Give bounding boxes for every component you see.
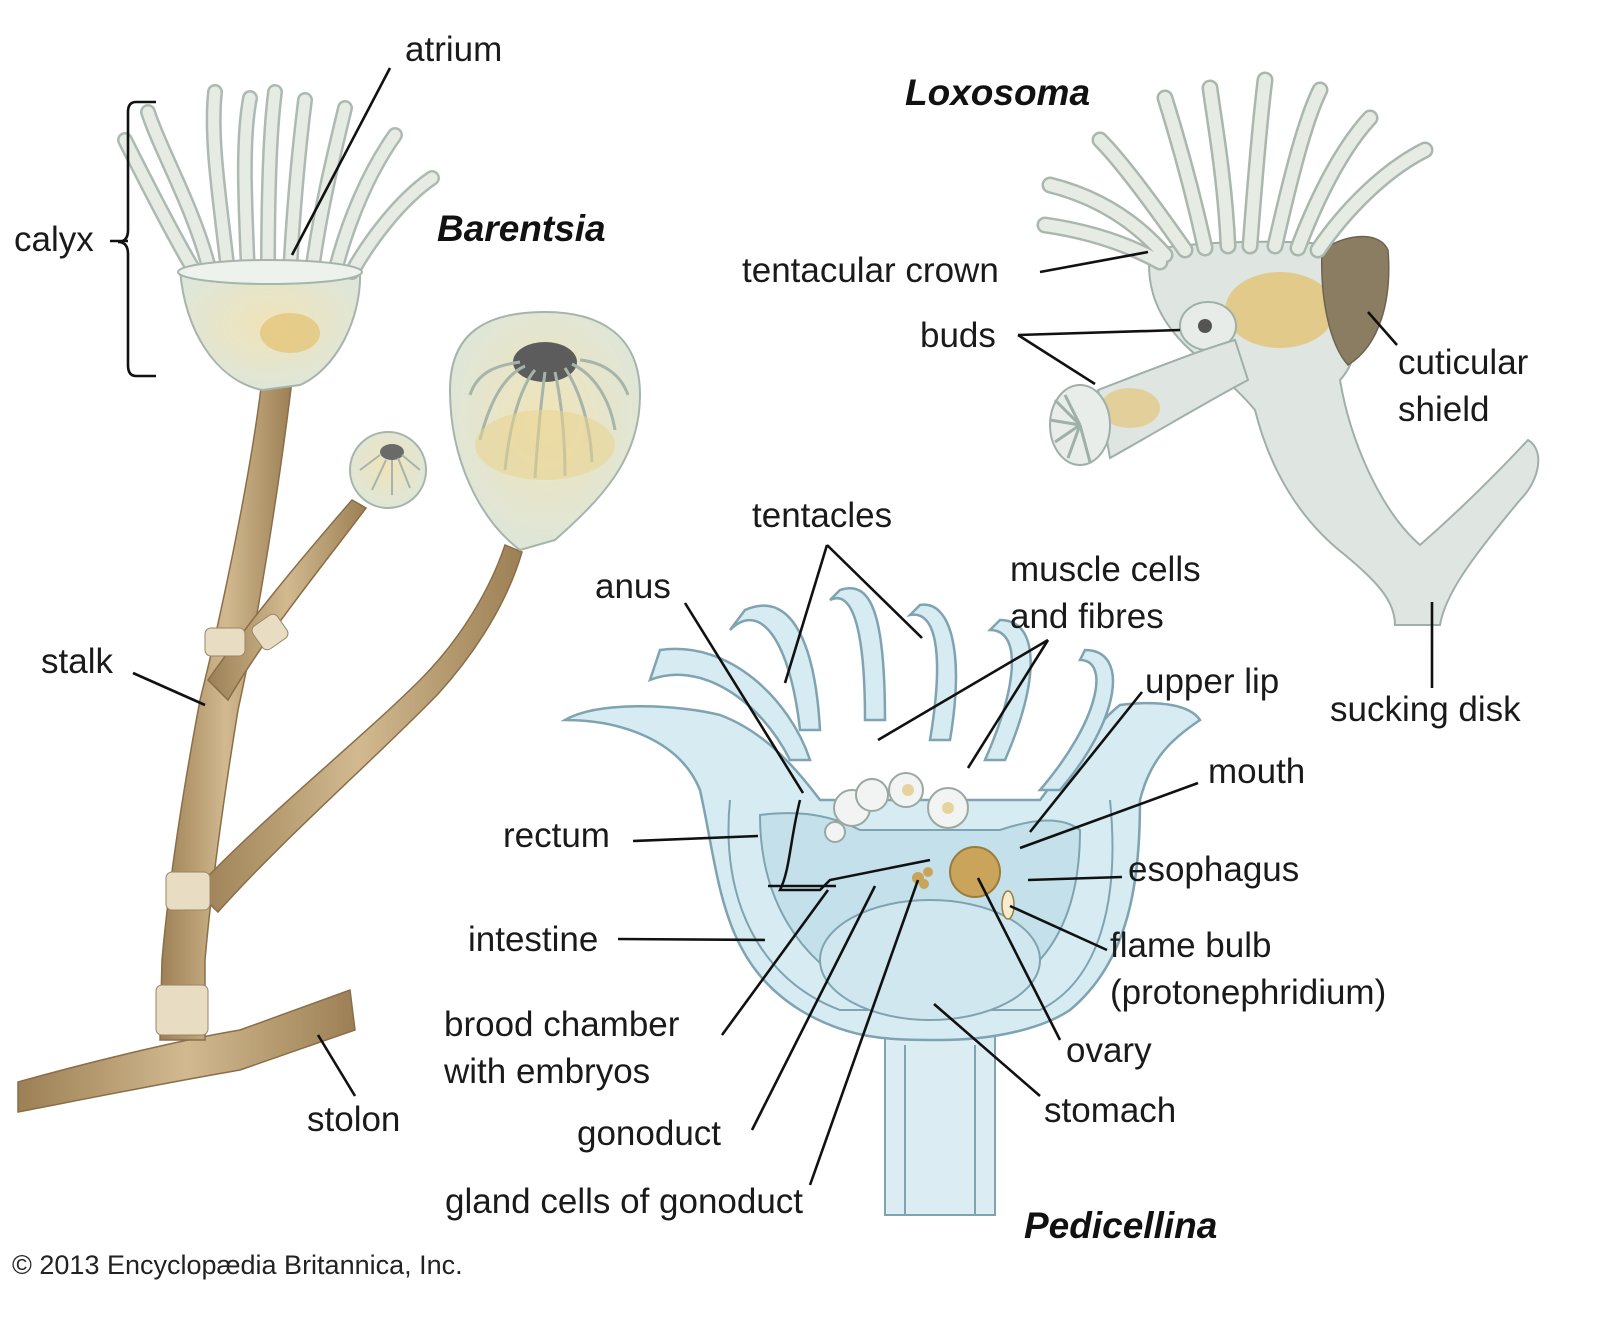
lower-bud-shape — [1096, 338, 1250, 460]
loxosoma-drawing — [1036, 71, 1540, 626]
label-intestine: intestine — [468, 920, 599, 959]
small-bud-shape — [349, 431, 427, 509]
title-loxosoma: Loxosoma — [905, 72, 1091, 113]
label-gonoduct: gonoduct — [577, 1114, 722, 1153]
label-esophagus: esophagus — [1128, 850, 1300, 889]
ovary-shape — [949, 846, 1001, 898]
label-ovary: ovary — [1066, 1031, 1152, 1070]
title-barentsia: Barentsia — [437, 208, 606, 249]
copyright-credit: © 2013 Encyclopædia Britannica, Inc. — [12, 1250, 463, 1280]
label-gland-cells: gland cells of gonoduct — [445, 1182, 804, 1221]
label-stalk: stalk — [41, 642, 113, 681]
cuticular-shield-shape — [1320, 235, 1390, 366]
barentsia-drawing — [17, 84, 642, 1113]
main-stalk-shape — [159, 379, 293, 1041]
stolon-shape — [17, 988, 356, 1113]
leader-lines — [110, 67, 1434, 1186]
label-flame-bulb: flame bulb(protonephridium) — [1110, 926, 1387, 1012]
label-tentacular-crown: tentacular crown — [742, 251, 999, 290]
label-rectum: rectum — [503, 816, 610, 855]
label-buds: buds — [920, 316, 996, 355]
stomach-shape — [819, 899, 1041, 1021]
pedicellina-drawing — [560, 587, 1202, 1216]
label-stomach: stomach — [1044, 1091, 1177, 1130]
label-anus: anus — [595, 567, 671, 606]
label-stolon: stolon — [307, 1100, 401, 1139]
label-atrium: atrium — [405, 30, 503, 69]
long-branch-shape — [193, 544, 523, 914]
label-calyx: calyx — [14, 220, 94, 259]
label-upper-lip: upper lip — [1145, 662, 1280, 701]
title-pedicellina: Pedicellina — [1024, 1205, 1218, 1246]
label-sucking-disk: sucking disk — [1330, 690, 1521, 729]
label-tentacles: tentacles — [752, 496, 893, 535]
label-mouth: mouth — [1208, 752, 1306, 791]
